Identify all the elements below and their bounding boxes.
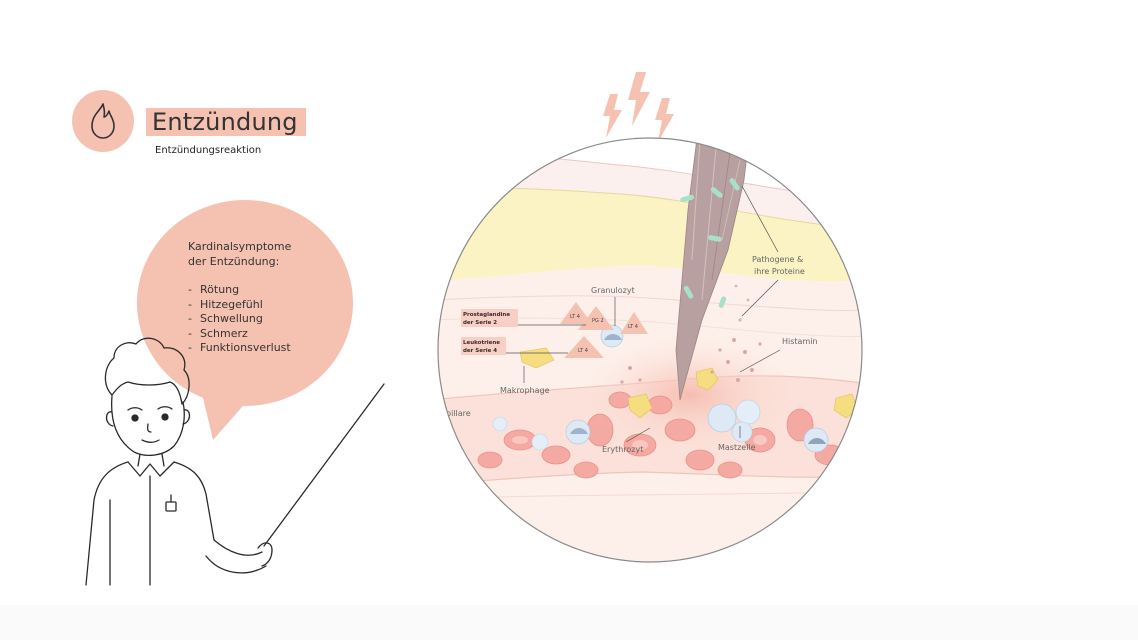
- skin-tissue-label: Hautgewebe: [423, 269, 437, 345]
- flame-icon: [91, 103, 115, 139]
- list-item: Schwellung: [188, 312, 348, 327]
- pathogens-label-1: Pathogene &: [752, 255, 803, 264]
- cardinal-symptoms-list: Rötung Hitzegefühl Schwellung Schmerz Fu…: [188, 283, 348, 356]
- prostaglandins-label-2: der Serie 2: [463, 320, 497, 326]
- magnifier-circle: [437, 137, 863, 563]
- leukotrienes-label-2: der Serie 4: [463, 348, 497, 354]
- teacher-figure: [85, 337, 385, 586]
- pathogens: [680, 178, 740, 308]
- list-item: Hitzegefühl: [188, 298, 348, 313]
- pathogens-label-2: ihre Proteine: [754, 267, 805, 276]
- capillary-label: Kapillare: [436, 409, 471, 418]
- cardinal-symptoms-heading-1: Kardinalsymptome: [188, 240, 292, 253]
- histamine-label: Histamin: [782, 337, 818, 346]
- list-item: Schmerz: [188, 327, 348, 342]
- leukocytes: [492, 324, 829, 453]
- page-title: Entzündung: [152, 108, 298, 136]
- pain-lightning-icon: [603, 72, 674, 142]
- cardinal-symptoms-heading-2: der Entzündung:: [188, 254, 280, 268]
- list-item: Funktionsverlust: [188, 341, 348, 356]
- title-box: Entzündung: [146, 108, 306, 136]
- list-item: Rötung: [188, 283, 348, 298]
- erythrocyte-label: Erythrozyt: [602, 445, 643, 454]
- macrophage-label: Makrophage: [500, 386, 550, 395]
- flame-icon-badge: [72, 90, 134, 152]
- mediator-triangles: [560, 302, 648, 358]
- prostaglandins-tag: [461, 309, 518, 327]
- histamine-particles: [620, 338, 762, 384]
- skin-section: LT 4 PG 2 LT 4 LT 4 Hautgewebe Kapillare…: [423, 138, 862, 562]
- footer-band: [0, 605, 1138, 640]
- pg2-label: PG 2: [592, 318, 604, 324]
- leukotrienes-label-1: Leukotriene: [463, 340, 500, 346]
- lt4-label-1: LT 4: [570, 314, 580, 320]
- leukotrienes-tag: [461, 337, 506, 355]
- leader-lines: [506, 185, 781, 443]
- lt4-label-3: LT 4: [578, 348, 588, 354]
- cardinal-symptoms-text: Kardinalsymptome der Entzündung: Rötung …: [188, 240, 348, 356]
- granulocyte-label: Granulozyt: [591, 286, 635, 295]
- splinter: [675, 138, 749, 401]
- mast-cell-label: Mastzelle: [718, 443, 756, 452]
- page-subtitle: Entzündungsreaktion: [155, 145, 262, 156]
- prostaglandins-label-1: Prostaglandine: [463, 312, 510, 318]
- lt4-label-2: LT 4: [628, 324, 638, 330]
